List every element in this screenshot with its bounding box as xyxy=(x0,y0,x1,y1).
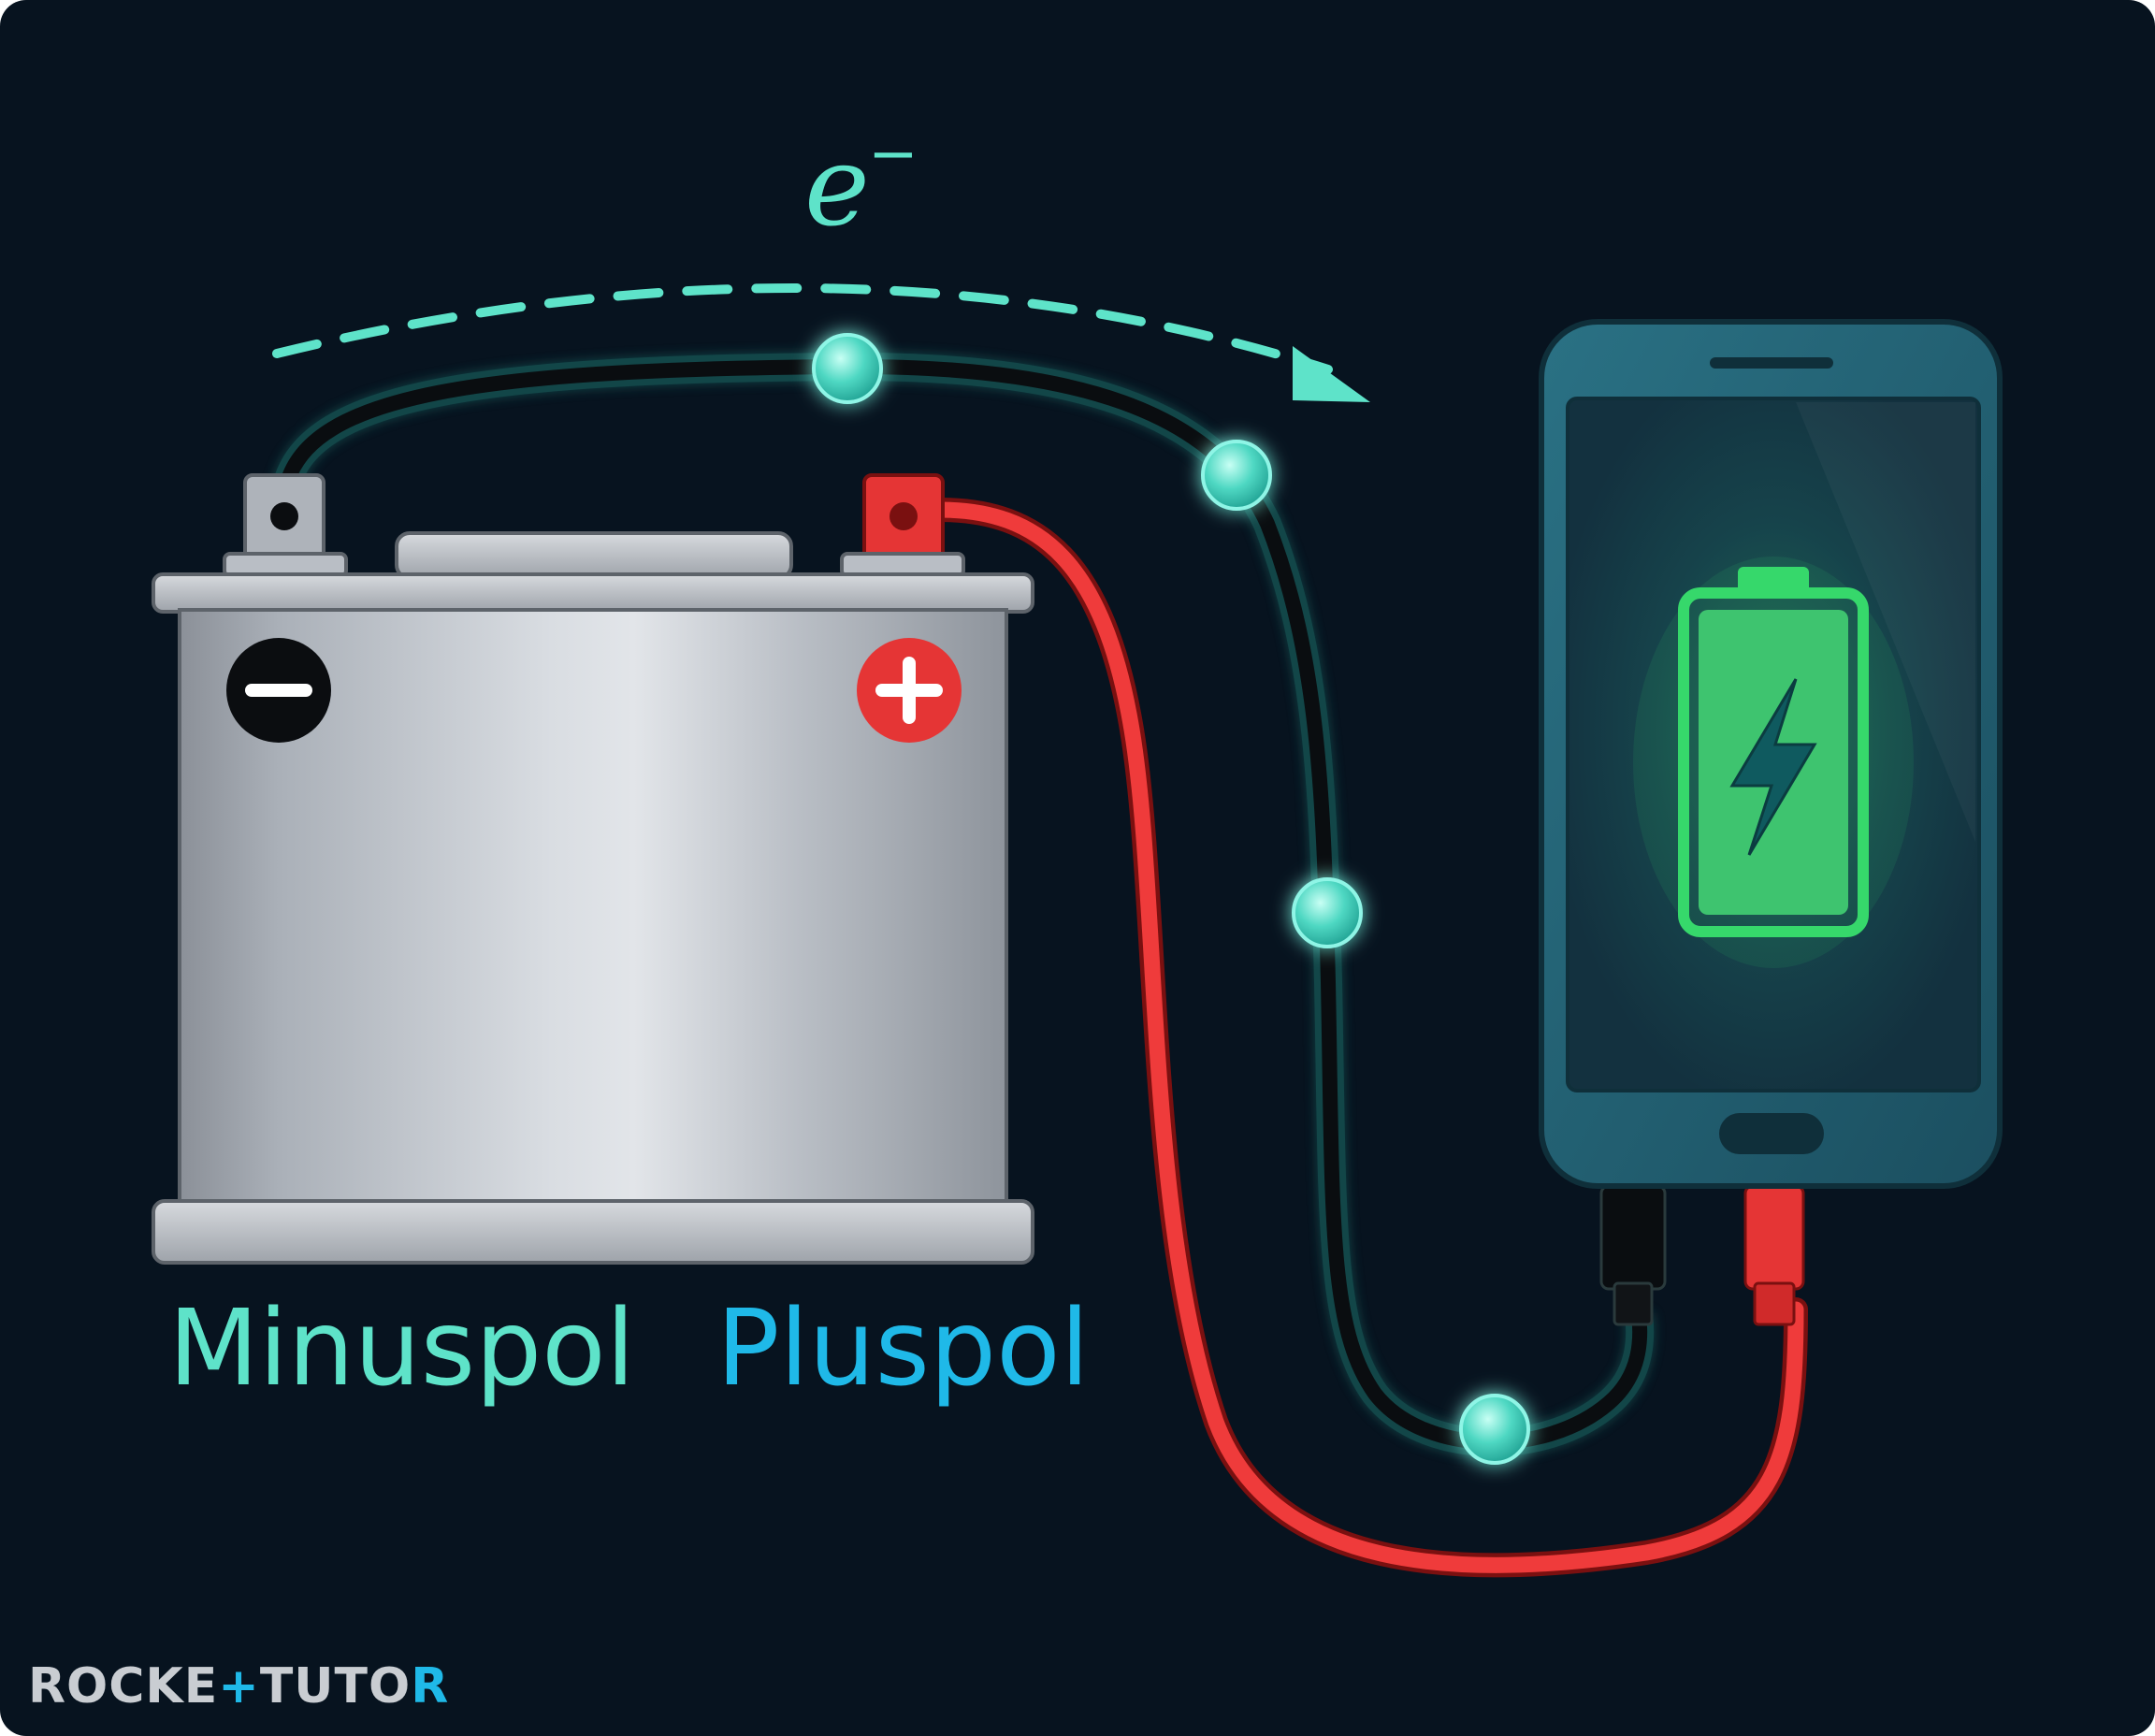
electron-dot xyxy=(1459,1394,1530,1465)
electron-flow-arrow xyxy=(272,283,1370,402)
electron-symbol: e xyxy=(804,122,870,251)
minus-icon xyxy=(226,638,331,743)
electron-dot xyxy=(1201,440,1272,511)
minus-pole-label: Minuspol xyxy=(168,1288,635,1410)
smartphone xyxy=(1539,319,2003,1326)
electron-charge: − xyxy=(868,120,918,189)
battery-icon xyxy=(1633,557,1914,968)
electrons xyxy=(812,333,1530,1465)
electron-dot xyxy=(812,333,883,404)
electron-dot xyxy=(1292,877,1363,948)
plus-icon xyxy=(857,638,962,743)
plus-pole-label: Pluspol xyxy=(716,1288,1090,1410)
car-battery xyxy=(152,473,1034,1265)
svg-text:ROCKE+TUTOR: ROCKE+TUTOR xyxy=(28,1658,449,1714)
speaker-slot xyxy=(1710,357,1833,369)
electron-label: e xyxy=(804,122,870,251)
positive-wire xyxy=(928,498,1808,1578)
red-connector xyxy=(1743,1184,1805,1291)
logo-part3: R xyxy=(411,1658,449,1714)
lightning-icon xyxy=(1729,678,1817,856)
logo-plus: + xyxy=(218,1658,260,1714)
logo-part1: ROCKE xyxy=(28,1658,218,1714)
logo-part2: TUTO xyxy=(260,1658,411,1714)
home-button xyxy=(1719,1113,1824,1154)
arrow-icon xyxy=(1293,346,1370,402)
black-connector xyxy=(1599,1184,1667,1291)
logo: ROCKE+TUTOR xyxy=(28,1658,449,1714)
